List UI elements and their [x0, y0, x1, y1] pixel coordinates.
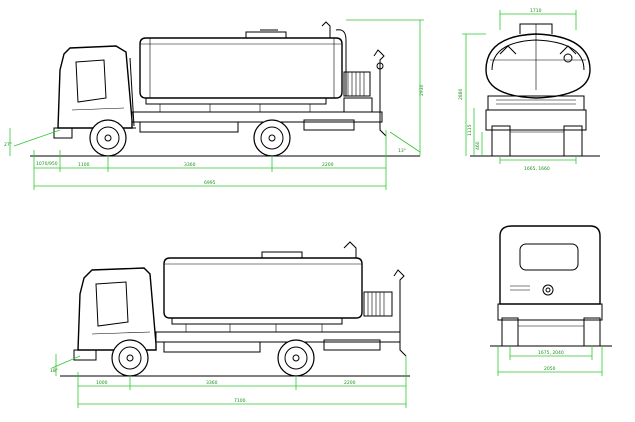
front-wheel — [89, 119, 127, 157]
chassis-frame — [131, 111, 383, 123]
cab-outline — [57, 45, 133, 129]
lower-seg-front: 1000 — [96, 380, 108, 386]
front-height-total: 2880 — [458, 88, 464, 100]
lower-overall-length: 7100 — [234, 398, 246, 404]
lower-tank-body — [163, 257, 363, 319]
upper-side-view — [13, 21, 421, 157]
lower-rear-view — [490, 225, 612, 347]
upper-seg-front: 1100 — [78, 162, 90, 168]
rear-pump-box — [343, 71, 371, 97]
front-top-width: 1710 — [530, 8, 542, 14]
lower-rear-dimensions: 1675, 2040 2050 — [497, 346, 603, 376]
lower-cab-outline — [77, 267, 157, 351]
upper-overhang-front: 1070/950 — [36, 161, 58, 167]
front-ground-clear-a: 1115 — [467, 124, 473, 136]
front-tank-outline — [485, 33, 591, 99]
upper-overall-height: 2930 — [419, 84, 425, 96]
rear-overall-width: 2050 — [544, 366, 556, 372]
rear-wheel — [253, 119, 291, 157]
lower-wheelbase: 3360 — [206, 380, 218, 386]
upper-angle-front: 27° — [4, 142, 12, 148]
lower-angle-front: 18° — [50, 368, 58, 374]
front-bumper — [53, 127, 73, 139]
upper-side-dimensions: 27° 13° 1070/950 1100 3360 2200 6995 293… — [4, 19, 425, 190]
tank-body — [139, 37, 343, 99]
cab-window — [75, 59, 107, 103]
upper-front-dimensions: 1710 2880 1115 460 1665, 1660 — [458, 8, 577, 172]
upper-rear-overhang: 2200 — [322, 162, 334, 168]
lower-rear-wheel — [277, 339, 315, 377]
front-track: 1665, 1660 — [524, 166, 550, 172]
lower-front-wheel — [111, 339, 149, 377]
upper-wheelbase: 3360 — [184, 162, 196, 168]
lower-side-dimensions: 18° 1000 3360 2200 7100 — [50, 354, 407, 408]
rear-track: 1675, 2040 — [538, 350, 564, 356]
manhole — [245, 31, 287, 39]
lower-side-view — [51, 241, 410, 377]
upper-overall-length: 6995 — [204, 180, 216, 186]
lower-rear-overhang: 2200 — [344, 380, 356, 386]
front-ground-clear-b: 460 — [475, 141, 481, 150]
upper-angle-rear: 13° — [398, 148, 406, 154]
upper-front-view — [470, 23, 600, 157]
rear-tank-outline — [499, 225, 601, 305]
